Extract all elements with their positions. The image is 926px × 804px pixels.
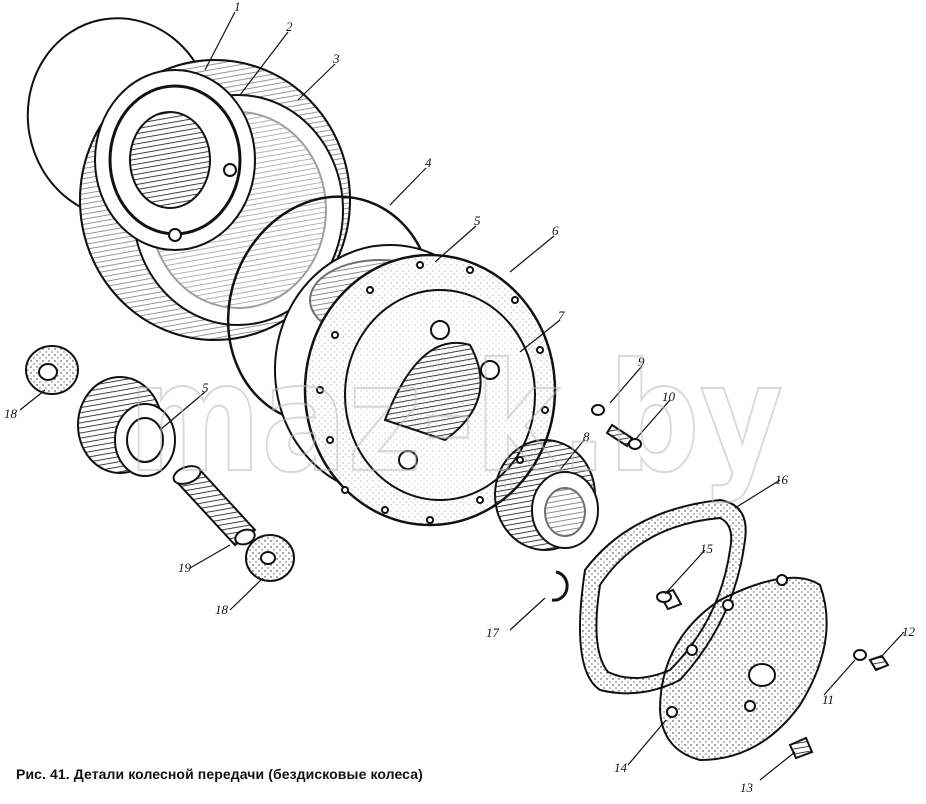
- drain-plug-13: [788, 736, 814, 760]
- callout-4: 4: [425, 155, 432, 170]
- callout-15: 15: [700, 541, 714, 556]
- callout-1: 1: [234, 0, 241, 14]
- callout-8: 8: [583, 429, 590, 444]
- callout-6: 6: [552, 223, 559, 238]
- callout-18-left: 18: [4, 406, 18, 421]
- callout-2: 2: [286, 19, 293, 34]
- planet-axle-19: [172, 465, 257, 547]
- thrust-washer-18-left: [25, 345, 79, 395]
- thrust-washer-18-lower: [245, 534, 295, 582]
- callout-12: 12: [902, 624, 916, 639]
- planet-carrier-flange: [274, 244, 557, 527]
- callout-5-planet: 5: [202, 380, 209, 395]
- callout-16: 16: [775, 472, 789, 487]
- sun-gear-8: [494, 439, 599, 551]
- callout-17: 17: [486, 625, 500, 640]
- callout-11: 11: [822, 692, 834, 707]
- planet-gear-5: [77, 376, 176, 477]
- cover-14: [658, 574, 828, 762]
- callout-3: 3: [332, 51, 340, 66]
- callout-19: 19: [178, 560, 192, 575]
- washer-11: [853, 649, 867, 661]
- callout-5: 5: [474, 213, 481, 228]
- ring-gear-assembly: [79, 59, 351, 341]
- callout-13: 13: [740, 780, 754, 795]
- figure-caption: Рис. 41. Детали колесной передачи (безди…: [16, 766, 423, 782]
- nut-12: [868, 654, 890, 672]
- callout-9: 9: [638, 354, 645, 369]
- callout-10: 10: [662, 389, 676, 404]
- callout-18-lower: 18: [215, 602, 229, 617]
- circlip-17: [551, 570, 569, 602]
- lock-ring-9: [591, 404, 605, 416]
- callout-14: 14: [614, 760, 628, 775]
- callout-7: 7: [558, 308, 565, 323]
- watermark: maz-k.by: [128, 332, 783, 506]
- bolt-10: [605, 423, 642, 450]
- plug-15: [656, 588, 683, 611]
- leader-lines: [19, 11, 905, 781]
- callout-labels: 1 2 3 4 5 5 6 7 8 9 10 11 12 13 14 15 16…: [4, 0, 916, 795]
